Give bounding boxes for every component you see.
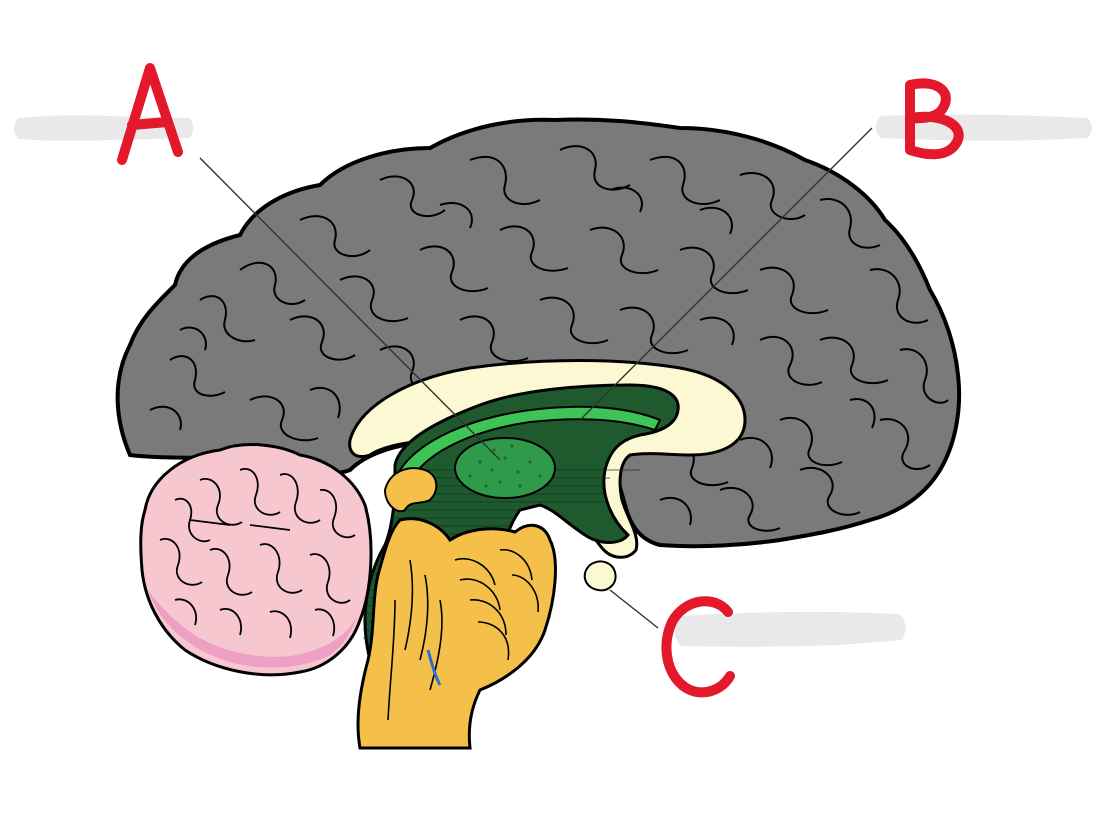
brainstem <box>356 517 557 750</box>
cerebellum <box>139 443 373 677</box>
cerebellum-shade <box>148 590 358 668</box>
cerebrum <box>115 117 962 549</box>
leader-line-b <box>579 127 873 421</box>
cerebellum-body <box>139 443 373 677</box>
thalamus <box>454 437 556 499</box>
label-a: A <box>117 63 183 165</box>
label-c-glyph <box>661 596 735 698</box>
answer-blank-c[interactable] <box>675 611 906 647</box>
label-b-glyph <box>905 78 964 160</box>
cerebral-aqueduct <box>426 649 442 686</box>
leader-line-c <box>609 589 659 629</box>
fornix <box>398 405 662 480</box>
leader-lines <box>199 127 873 629</box>
label-letters: A B C <box>117 63 964 698</box>
brainstem-lines <box>387 549 539 721</box>
folia-lines <box>159 468 356 639</box>
sulci-lines <box>149 145 949 532</box>
label-a-glyph <box>117 63 183 165</box>
pineal-region <box>383 467 438 513</box>
pituitary-gland <box>583 560 617 592</box>
leader-line-a <box>199 157 501 461</box>
label-c: C <box>661 596 735 698</box>
label-b: B <box>905 78 964 160</box>
